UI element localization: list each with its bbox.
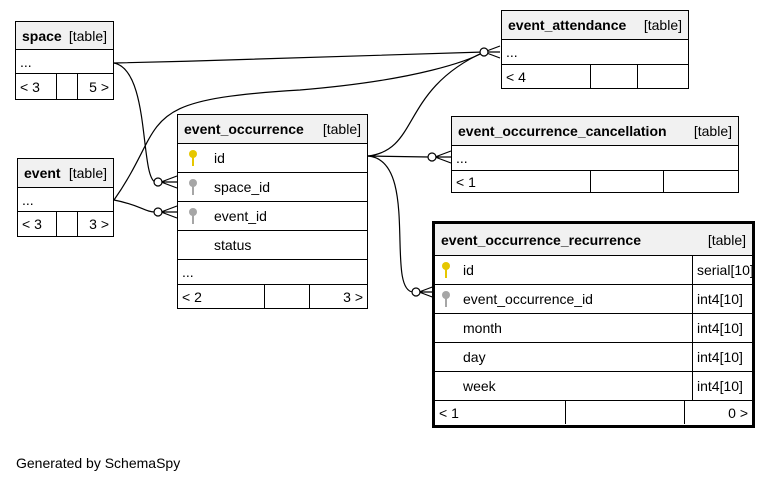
column-name: month	[463, 320, 502, 336]
table-name: event_occurrence_recurrence	[441, 231, 642, 248]
more-columns: ...	[452, 146, 738, 171]
table-kind: [table]	[68, 27, 107, 44]
column-name: status	[214, 237, 252, 253]
table-footer: < 1	[452, 171, 738, 192]
table-header: event [table]	[18, 159, 113, 188]
column-type: int4[10]	[692, 314, 752, 342]
edge-event-occurrence	[113, 199, 156, 213]
edge-space-attendance	[113, 51, 485, 64]
table-kind: [table]	[693, 123, 732, 139]
edge-occurrence-recurrence	[367, 155, 414, 293]
column-type: int4[10]	[692, 285, 752, 313]
optional-marker	[153, 177, 163, 187]
column-name: id	[214, 150, 225, 166]
table-event-occurrence-cancellation[interactable]: event_occurrence_cancellation [table] ..…	[451, 116, 739, 193]
foreign-key-icon	[189, 179, 197, 195]
edge-space-occurrence	[113, 62, 156, 183]
column-type: serial[10]	[692, 256, 754, 284]
child-count: 5 >	[89, 78, 109, 95]
edge-occurrence-cancellation	[367, 155, 430, 158]
foreign-key-icon	[189, 208, 197, 224]
column-name: day	[463, 349, 486, 365]
table-footer: < 3 3 >	[18, 212, 113, 236]
table-event-occurrence-recurrence[interactable]: event_occurrence_recurrence [table] id s…	[432, 221, 755, 428]
primary-key-icon	[189, 150, 197, 166]
child-count	[664, 171, 738, 192]
edge-event-attendance	[113, 51, 485, 201]
more-columns: ...	[18, 188, 113, 212]
column-row[interactable]: id	[178, 144, 367, 173]
table-header: event_occurrence_cancellation [table]	[452, 117, 738, 146]
parent-count: < 2	[182, 288, 202, 305]
foreign-key-icon	[442, 291, 450, 307]
optional-marker	[427, 152, 437, 162]
table-header: event_attendance [table]	[502, 11, 688, 40]
parent-count: < 1	[439, 404, 459, 421]
table-name: space	[22, 27, 62, 44]
more-columns: ...	[16, 50, 113, 74]
table-name: event_attendance	[508, 17, 627, 33]
table-header: space [table]	[16, 22, 113, 50]
column-row[interactable]: status	[178, 231, 367, 260]
child-count: 3 >	[89, 216, 109, 232]
column-name: week	[463, 378, 496, 394]
table-name: event	[24, 165, 61, 181]
column-row[interactable]: event_id	[178, 202, 367, 231]
table-footer: < 1 0 >	[435, 401, 752, 424]
primary-key-icon	[442, 262, 450, 278]
parent-count: < 4	[506, 68, 526, 85]
optional-marker	[411, 287, 421, 297]
child-count	[638, 65, 688, 88]
column-row[interactable]: event_occurrence_id int4[10]	[435, 285, 752, 314]
parent-count: < 3	[22, 216, 42, 232]
column-name: event_id	[214, 208, 267, 224]
table-kind: [table]	[643, 17, 682, 33]
optional-marker	[479, 47, 489, 57]
optional-marker	[153, 207, 163, 217]
column-row[interactable]: day int4[10]	[435, 343, 752, 372]
table-footer: < 2 3 >	[178, 285, 367, 308]
child-count: 0 >	[728, 404, 748, 421]
table-event[interactable]: event [table] ... < 3 3 >	[17, 158, 114, 237]
column-row[interactable]: month int4[10]	[435, 314, 752, 343]
column-name: id	[463, 262, 474, 278]
table-kind: [table]	[68, 165, 107, 181]
column-name: event_occurrence_id	[463, 291, 593, 307]
column-row[interactable]: id serial[10]	[435, 256, 754, 285]
table-space[interactable]: space [table] ... < 3 5 >	[15, 21, 114, 100]
column-row[interactable]: week int4[10]	[435, 372, 752, 401]
table-name: event_occurrence_cancellation	[458, 123, 667, 139]
column-row[interactable]: space_id	[178, 173, 367, 202]
parent-count: < 1	[456, 173, 476, 190]
table-event-attendance[interactable]: event_attendance [table] ... < 4	[501, 10, 689, 89]
table-footer: < 4	[502, 65, 688, 88]
column-type: int4[10]	[692, 343, 752, 371]
table-kind: [table]	[707, 231, 746, 248]
parent-count: < 3	[20, 78, 40, 95]
table-header: event_occurrence_recurrence [table]	[435, 224, 752, 256]
more-columns: ...	[178, 260, 367, 285]
column-type: int4[10]	[692, 372, 752, 400]
table-name: event_occurrence	[184, 121, 304, 137]
column-name: space_id	[214, 179, 271, 195]
table-event-occurrence[interactable]: event_occurrence [table] id space_id eve…	[177, 114, 368, 309]
more-columns: ...	[502, 40, 688, 65]
table-footer: < 3 5 >	[16, 74, 113, 99]
edge-occurrence-attendance	[367, 51, 485, 157]
child-count: 3 >	[343, 288, 363, 305]
table-kind: [table]	[322, 121, 361, 137]
table-header: event_occurrence [table]	[178, 115, 367, 144]
generated-by-label: Generated by SchemaSpy	[16, 455, 181, 471]
